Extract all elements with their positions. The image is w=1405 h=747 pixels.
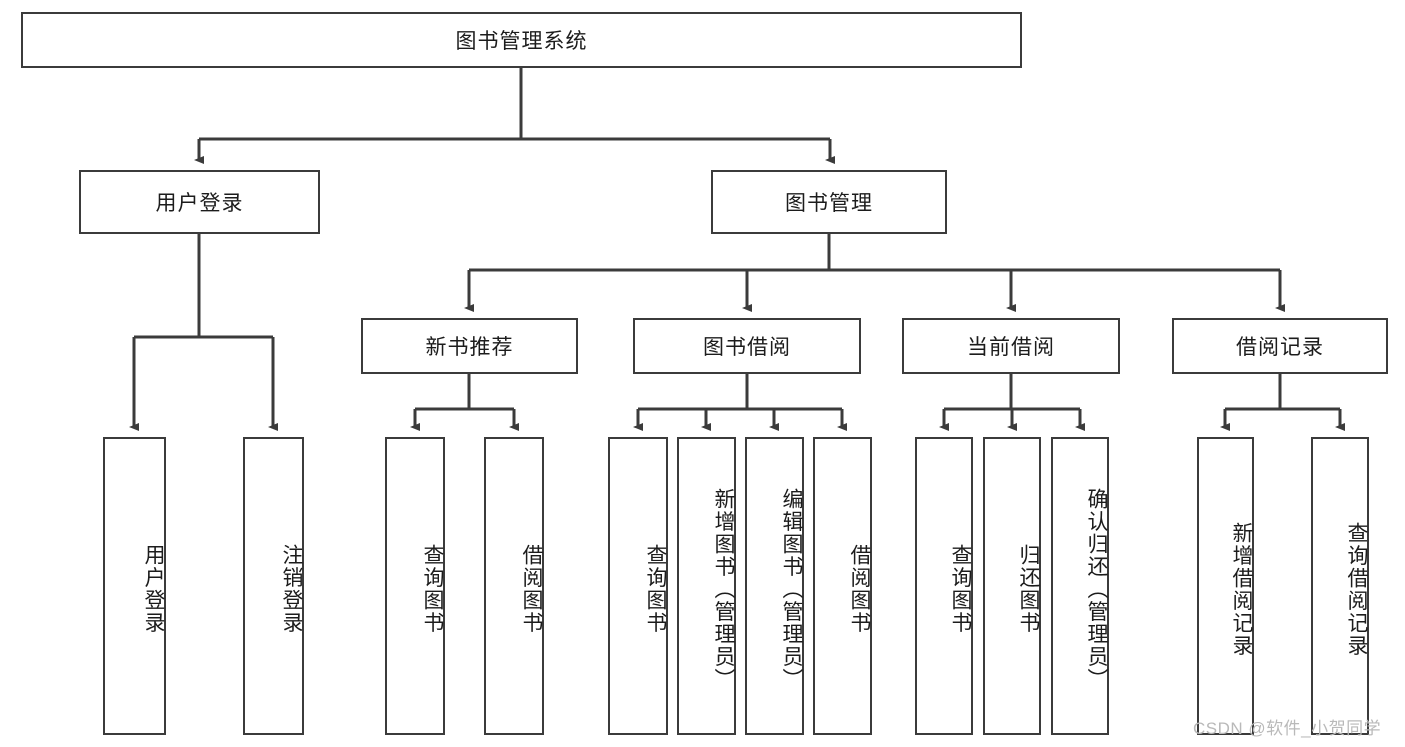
node-book-borrow[interactable]: 图书借阅 [633, 318, 861, 374]
node-leaf-query-borrow-record[interactable]: 查询借阅记录 [1311, 437, 1369, 735]
node-leaf-user-login[interactable]: 用户登录 [103, 437, 166, 735]
node-leaf-label: 归还图书 [1017, 544, 1040, 634]
node-leaf-label: 新增图书（管理员） [712, 487, 735, 691]
node-borrow-record[interactable]: 借阅记录 [1172, 318, 1388, 374]
node-user-login[interactable]: 用户登录 [79, 170, 320, 234]
node-leaf-borrow-book-1[interactable]: 借阅图书 [484, 437, 544, 735]
node-leaf-label: 注销登录 [280, 544, 303, 634]
node-leaf-query-book-2[interactable]: 查询图书 [608, 437, 668, 735]
node-leaf-label: 查询图书 [644, 544, 667, 634]
node-leaf-label: 借阅图书 [520, 544, 543, 634]
node-leaf-return-book[interactable]: 归还图书 [983, 437, 1041, 735]
node-leaf-query-book-1[interactable]: 查询图书 [385, 437, 445, 735]
node-leaf-add-borrow-record[interactable]: 新增借阅记录 [1197, 437, 1254, 735]
node-leaf-label: 查询图书 [421, 544, 444, 634]
node-new-book-recommend[interactable]: 新书推荐 [361, 318, 578, 374]
node-current-borrow[interactable]: 当前借阅 [902, 318, 1120, 374]
node-leaf-label: 查询图书 [949, 544, 972, 634]
node-book-manage[interactable]: 图书管理 [711, 170, 947, 234]
node-leaf-borrow-book-2[interactable]: 借阅图书 [813, 437, 872, 735]
node-leaf-logout-login[interactable]: 注销登录 [243, 437, 304, 735]
node-root-system[interactable]: 图书管理系统 [21, 12, 1022, 68]
node-leaf-edit-book-admin[interactable]: 编辑图书（管理员） [745, 437, 804, 735]
node-leaf-label: 用户登录 [142, 544, 165, 634]
node-leaf-add-book-admin[interactable]: 新增图书（管理员） [677, 437, 736, 735]
node-leaf-label: 新增借阅记录 [1230, 521, 1253, 657]
node-leaf-label: 编辑图书（管理员） [780, 487, 803, 691]
csdn-watermark: CSDN @软件_小贺同学 [1193, 719, 1382, 738]
node-leaf-label: 确认归还（管理员） [1085, 487, 1108, 691]
node-leaf-confirm-return[interactable]: 确认归还（管理员） [1051, 437, 1109, 735]
node-leaf-label: 查询借阅记录 [1345, 521, 1368, 657]
node-leaf-query-book-3[interactable]: 查询图书 [915, 437, 973, 735]
node-leaf-label: 借阅图书 [848, 544, 871, 634]
